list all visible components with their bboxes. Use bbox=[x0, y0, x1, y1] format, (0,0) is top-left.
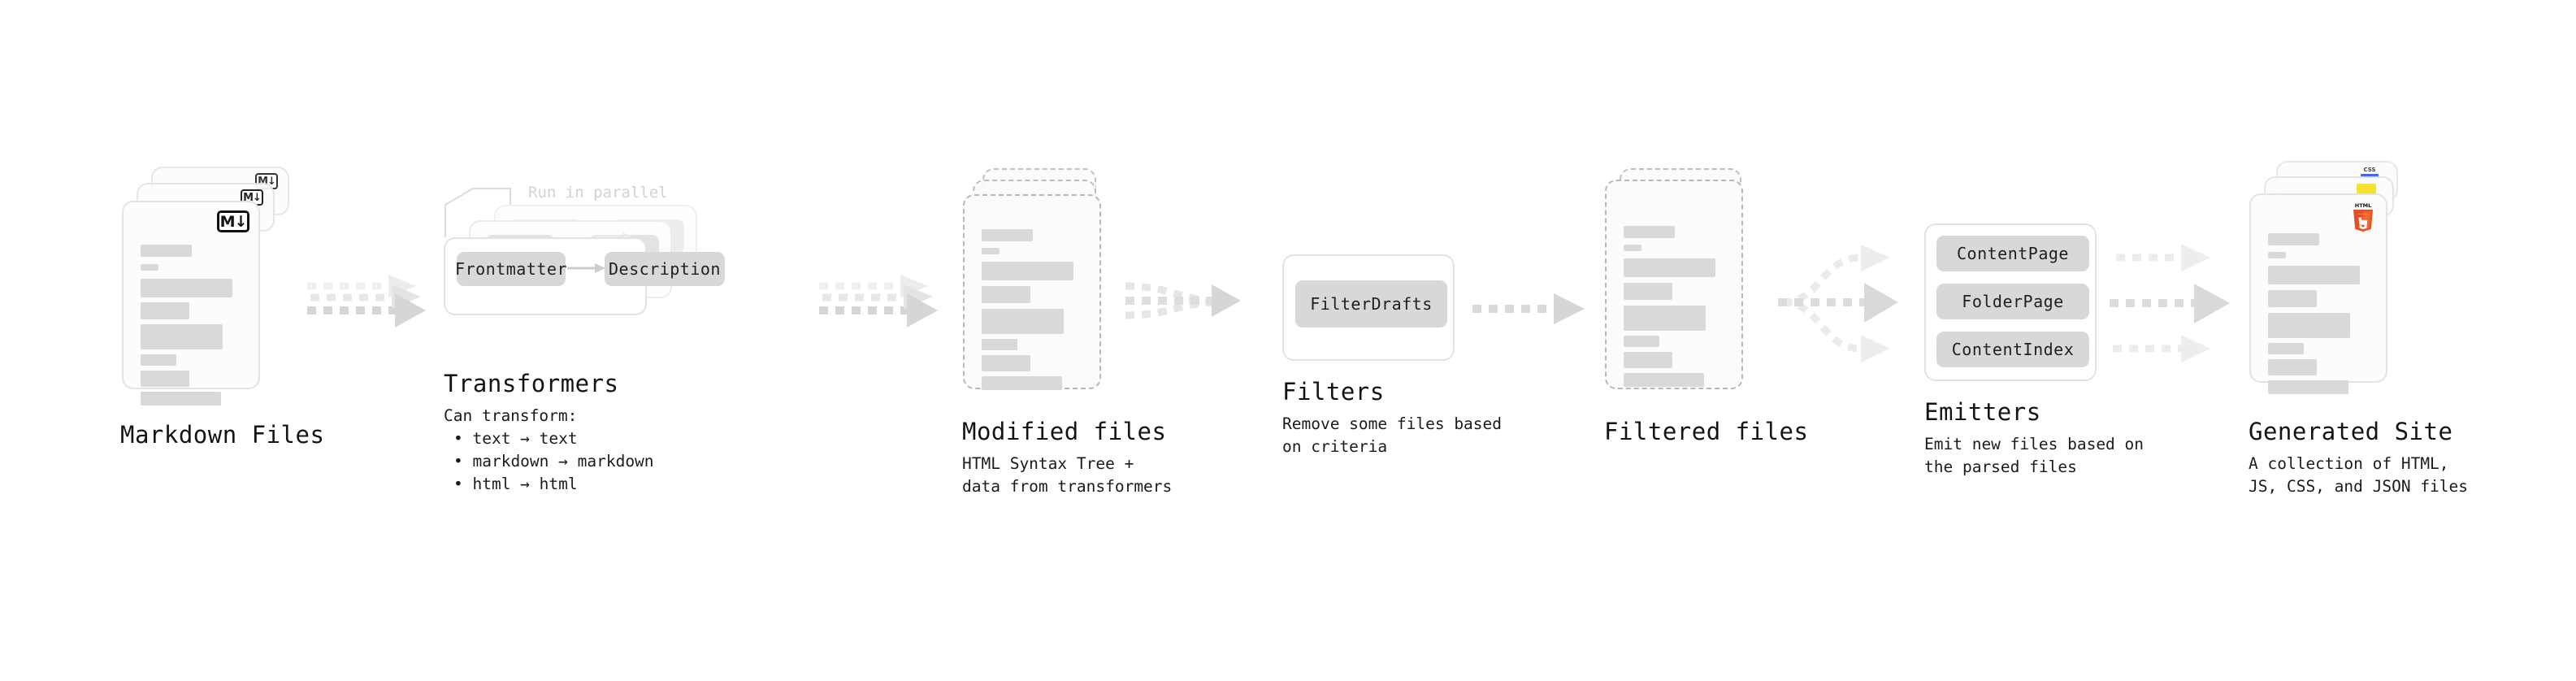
skeleton-bar bbox=[982, 248, 1000, 254]
filtered-card-front bbox=[1605, 180, 1743, 389]
connector-markdown-to-transformers bbox=[307, 268, 437, 358]
arrow-triple-icon bbox=[2110, 244, 2230, 362]
markdown-card-front: M↓ bbox=[122, 201, 260, 406]
arrow-merge-icon bbox=[1125, 282, 1241, 319]
stage-title-modified-files: Modified files bbox=[962, 418, 1167, 445]
skeleton-bar bbox=[1624, 226, 1675, 238]
emitters-box: ContentPage FolderPage ContentIndex bbox=[1924, 223, 2097, 381]
arrow-fanout-icon bbox=[1778, 245, 1898, 362]
emitter-chip-folderpage[interactable]: FolderPage bbox=[1936, 284, 2089, 319]
stage-subtitle-transformers: Can transform: bbox=[444, 406, 578, 425]
css-badge-icon: CSS bbox=[2361, 167, 2379, 177]
arrow-icon bbox=[1472, 293, 1585, 324]
arrow-merge-icon bbox=[819, 275, 938, 327]
skeleton-bar bbox=[2268, 233, 2319, 245]
stage-subtitle-generated-site: A collection of HTML, JS, CSS, and JSON … bbox=[2249, 454, 2469, 496]
stage-title-filtered-files: Filtered files bbox=[1604, 418, 1809, 445]
html5-badge-icon: HTML bbox=[2353, 202, 2373, 232]
emitter-chip-contentindex[interactable]: ContentIndex bbox=[1936, 332, 2089, 367]
skeleton-bar bbox=[141, 392, 221, 406]
skeleton-bar bbox=[141, 371, 189, 387]
connector-modified-to-filters bbox=[1125, 268, 1264, 358]
connector-transformers-to-modified bbox=[819, 268, 949, 358]
emitter-chip-contentpage[interactable]: ContentPage bbox=[1936, 236, 2089, 271]
modified-card-front bbox=[963, 194, 1101, 390]
run-in-parallel-bracket-icon bbox=[445, 188, 511, 237]
skeleton-bar bbox=[2268, 252, 2286, 258]
skeleton-bar bbox=[982, 355, 1030, 371]
transformer-box-front: Frontmatter Description bbox=[444, 237, 725, 315]
stage-title-emitters: Emitters bbox=[1924, 398, 2041, 426]
list-item: • html → html bbox=[453, 475, 578, 493]
skeleton-bar bbox=[141, 302, 189, 319]
skeleton-bar bbox=[2268, 290, 2317, 307]
skeleton-bar bbox=[1624, 258, 1715, 277]
skeleton-bar bbox=[982, 262, 1073, 280]
transformers-bullet-list: • text → text • markdown → markdown • ht… bbox=[453, 427, 654, 496]
svg-text:HTML: HTML bbox=[2355, 202, 2371, 209]
skeleton-bar bbox=[2268, 380, 2348, 394]
stage-title-markdown-files: Markdown Files bbox=[120, 421, 325, 449]
stage-subtitle-filters: Remove some files based on criteria bbox=[1282, 414, 1503, 456]
skeleton-bar bbox=[982, 309, 1064, 334]
skeleton-bar bbox=[141, 264, 158, 271]
skeleton-bar bbox=[982, 286, 1030, 303]
skeleton-bar bbox=[2268, 266, 2360, 284]
skeleton-bar bbox=[2268, 359, 2317, 375]
stage-title-transformers: Transformers bbox=[444, 370, 619, 397]
list-item: • text → text bbox=[453, 429, 578, 448]
skeleton-bar bbox=[141, 354, 176, 366]
filters-box: FilterDrafts bbox=[1282, 254, 1455, 361]
skeleton-bar bbox=[141, 324, 223, 349]
site-card-front-html: HTML bbox=[2249, 193, 2387, 394]
transformer-arrow-icon bbox=[567, 263, 605, 273]
list-item: • markdown → markdown bbox=[453, 452, 654, 471]
transformer-chip-description[interactable]: Description bbox=[605, 252, 725, 286]
skeleton-bar bbox=[141, 245, 192, 257]
skeleton-bar bbox=[141, 279, 232, 297]
skeleton-bar bbox=[2268, 343, 2304, 354]
skeleton-bar bbox=[1624, 306, 1706, 331]
skeleton-bar bbox=[1624, 373, 1704, 387]
markdown-badge-icon: M↓ bbox=[217, 210, 249, 232]
run-in-parallel-label: Run in parallel bbox=[528, 184, 668, 202]
stage-subtitle-modified-files: HTML Syntax Tree + data from transformer… bbox=[962, 454, 1173, 496]
skeleton-bar bbox=[982, 339, 1017, 350]
skeleton-bar bbox=[982, 376, 1062, 390]
connector-filtered-to-emitters bbox=[1772, 229, 1926, 375]
stage-title-filters: Filters bbox=[1282, 378, 1385, 406]
skeleton-bar bbox=[1624, 352, 1672, 368]
skeleton-bar bbox=[982, 229, 1033, 241]
stage-subtitle-emitters: Emit new files based on the parsed files bbox=[1924, 435, 2144, 476]
filter-chip-filterdrafts[interactable]: FilterDrafts bbox=[1295, 280, 1447, 327]
skeleton-bar bbox=[1624, 283, 1672, 300]
skeleton-bar bbox=[1624, 245, 1641, 251]
skeleton-bar bbox=[1624, 336, 1659, 347]
connector-filters-to-filtered bbox=[1472, 291, 1602, 340]
transformer-chip-frontmatter[interactable]: Frontmatter bbox=[455, 252, 566, 286]
connector-emitters-to-site bbox=[2110, 229, 2272, 375]
stage-title-generated-site: Generated Site bbox=[2249, 418, 2453, 445]
arrow-merge-icon bbox=[307, 275, 426, 327]
skeleton-bar bbox=[2268, 313, 2350, 338]
